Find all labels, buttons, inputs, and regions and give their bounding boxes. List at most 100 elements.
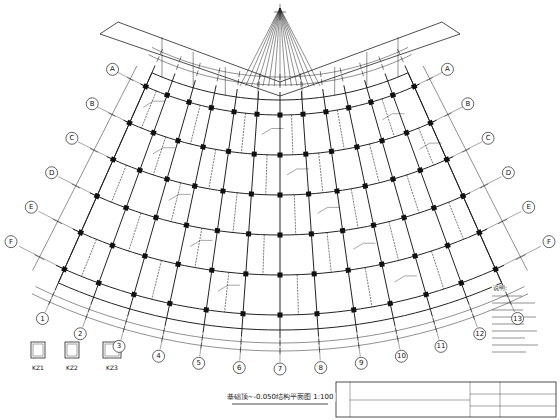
axis-bubble <box>86 98 98 110</box>
radial-beam <box>55 65 155 290</box>
column <box>278 273 283 278</box>
column <box>351 307 357 313</box>
column <box>192 183 198 189</box>
axis-label: 11 <box>437 343 446 350</box>
radial-beam <box>405 65 505 290</box>
spike-line <box>251 8 280 86</box>
radial-beam <box>385 73 469 304</box>
dimension-line <box>148 55 411 85</box>
axis-label: B <box>465 100 470 107</box>
column <box>220 188 226 194</box>
column <box>164 176 170 182</box>
column <box>401 214 407 220</box>
arc-beam <box>73 229 487 275</box>
column <box>458 280 464 286</box>
axis-label: 4 <box>156 353 160 360</box>
column <box>346 105 352 111</box>
axis-bubble <box>193 357 205 369</box>
title-block <box>336 382 556 417</box>
column <box>403 129 409 135</box>
spike-line <box>274 8 280 86</box>
axis-bubble <box>395 350 407 362</box>
column <box>186 99 192 105</box>
axis-label: B <box>90 100 95 107</box>
column <box>278 113 283 118</box>
leader-line <box>169 194 191 200</box>
note-line <box>492 310 523 311</box>
leader-line <box>382 114 404 120</box>
column <box>417 167 423 173</box>
spike-line <box>240 8 280 86</box>
arc-beam <box>90 193 470 235</box>
axis-label: E <box>29 204 33 211</box>
note-line <box>492 338 525 339</box>
column-section <box>65 342 79 358</box>
axis-label: 3 <box>117 343 121 350</box>
spike-line <box>280 8 303 86</box>
column <box>309 231 314 236</box>
column <box>354 144 360 150</box>
column <box>390 92 396 98</box>
axis-label: F <box>547 238 551 245</box>
support-line <box>366 52 367 88</box>
column <box>137 167 143 173</box>
support-line <box>398 37 399 77</box>
column <box>278 233 283 238</box>
axis-bubble <box>355 357 367 369</box>
column <box>411 83 418 90</box>
axis-bubble <box>25 201 37 213</box>
axis-bubble <box>113 340 125 352</box>
note-line <box>492 352 526 353</box>
column <box>167 300 173 306</box>
dimension-line <box>33 66 137 271</box>
leader-line <box>153 148 175 154</box>
axis-bubble <box>523 201 535 213</box>
spike-line <box>280 8 314 86</box>
axis-bubble <box>435 340 447 352</box>
column <box>254 112 259 117</box>
column <box>427 120 434 127</box>
axis-bubble <box>107 63 119 75</box>
axis-label: E <box>526 204 530 211</box>
axis-label: C <box>69 135 74 142</box>
spike-line <box>280 8 297 86</box>
axis-bubble <box>441 63 453 75</box>
axis-bubble <box>36 313 48 325</box>
axis-bubble <box>233 362 245 374</box>
radial-beam <box>91 73 175 304</box>
arc-beam <box>124 120 437 155</box>
column <box>340 228 346 234</box>
axis-label: 7 <box>278 366 282 373</box>
radial-beam <box>344 85 395 326</box>
plan-title: 基础顶~-0.050结构平面图 1:100 <box>225 393 336 402</box>
column <box>300 112 305 117</box>
axis-bubble <box>315 362 327 374</box>
column <box>131 291 137 297</box>
leader-line <box>317 207 339 213</box>
arc-beam <box>56 265 504 315</box>
axis-label: 9 <box>359 360 363 367</box>
column <box>94 193 101 200</box>
leader-line <box>287 169 309 175</box>
column <box>175 138 181 144</box>
column <box>423 291 429 297</box>
column <box>379 261 385 267</box>
axis-label: A <box>110 66 115 73</box>
column <box>61 266 68 273</box>
axis-label: C <box>486 135 491 142</box>
radial-beam <box>165 85 216 326</box>
column <box>443 156 450 163</box>
column <box>150 129 156 135</box>
note-text: 说明: <box>492 285 508 291</box>
axis-bubble <box>5 236 17 248</box>
note-line <box>492 331 537 332</box>
column <box>412 253 418 259</box>
spike-line <box>269 8 280 86</box>
column-section <box>31 342 45 358</box>
axis-label: 8 <box>319 364 323 371</box>
column <box>345 267 351 273</box>
axis-bubble <box>66 132 78 144</box>
column <box>231 109 237 115</box>
column <box>249 191 254 196</box>
arc-beam <box>107 157 454 195</box>
